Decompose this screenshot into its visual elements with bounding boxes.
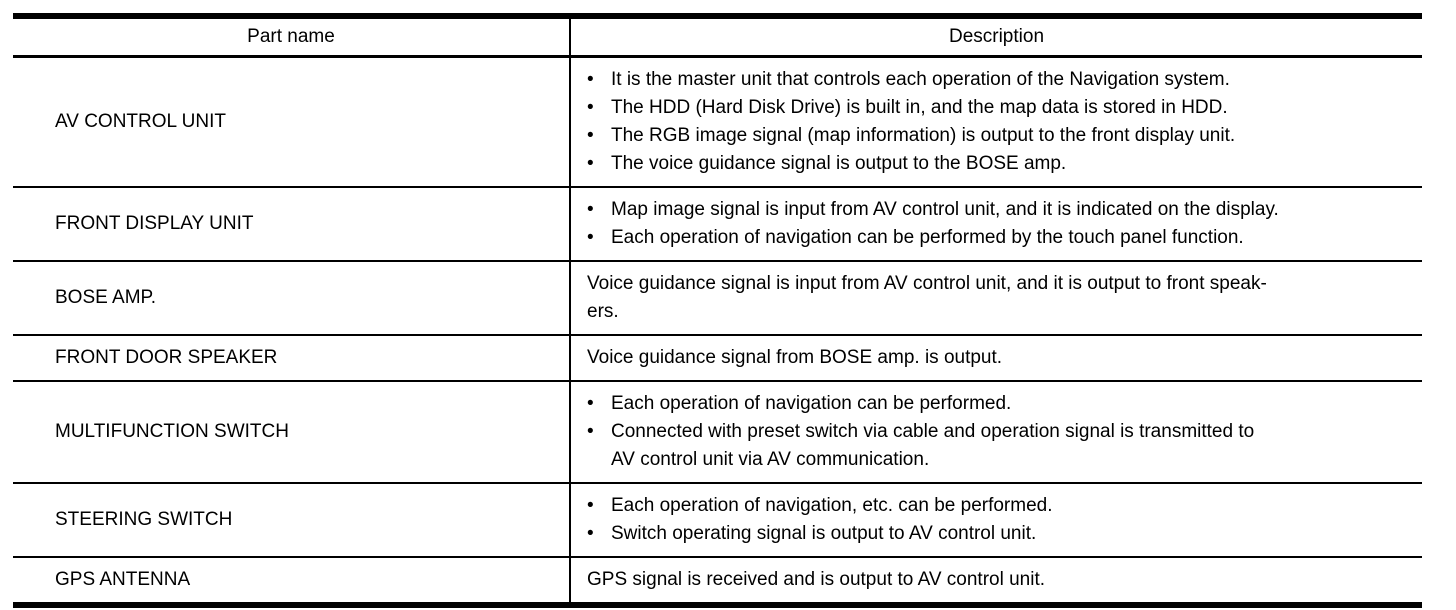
bullet-icon: • [587,393,594,414]
table-header-row: Part name Description [13,16,1422,58]
description-text: Each operation of navigation can be perf… [611,393,1012,414]
parts-description-table: Part name Description AV CONTROL UNIT • It… [13,13,1422,608]
description-text: Each operation of navigation, etc. can b… [611,495,1053,516]
bullet-icon: • [587,69,594,90]
table-row: AV CONTROL UNIT • It is the master unit th… [13,56,1422,188]
part-name-cell: STEERING SWITCH [13,483,571,558]
table-row: FRONT DISPLAY UNIT • Map image signal is i… [13,187,1422,262]
description-bullet-line: • It is the master unit that controls eac… [587,66,1416,94]
description-text: The RGB image signal (map information) i… [611,125,1236,146]
description-bullet-line: • Each operation of navigation, etc. can … [587,492,1416,520]
description-bullet-line: • The voice guidance signal is output to … [587,150,1416,178]
part-name-cell: MULTIFUNCTION SWITCH [13,381,571,484]
bullet-icon: • [587,495,594,516]
bullet-icon: • [587,523,594,544]
description-bullet-line: • Map image signal is input from AV contr… [587,196,1416,224]
description-text: The HDD (Hard Disk Drive) is built in, a… [611,97,1228,118]
bullet-icon: • [587,153,594,174]
bullet-icon: • [587,227,594,248]
description-cell: • Map image signal is input from AV contr… [570,187,1422,262]
description-bullet-line: • Each operation of navigation can be per… [587,224,1416,252]
description-cell: • Each operation of navigation can be per… [570,381,1422,484]
part-name-cell: GPS ANTENNA [13,557,571,606]
part-name-cell: FRONT DOOR SPEAKER [13,335,571,382]
description-bullet-line: • Each operation of navigation can be per… [587,390,1416,418]
description-cell: • Each operation of navigation, etc. can … [570,483,1422,558]
table-row: FRONT DOOR SPEAKER Voice guidance signal … [13,335,1422,382]
description-text: GPS signal is received and is output to … [587,569,1046,590]
description-cell: GPS signal is received and is output to … [570,557,1422,606]
table-body: AV CONTROL UNIT • It is the master unit th… [13,56,1422,606]
description-text: Switch operating signal is output to AV … [611,523,1037,544]
table-row: GPS ANTENNA GPS signal is received and is… [13,557,1422,606]
description-bullet-line: • Connected with preset switch via cable … [587,418,1416,474]
table-row: STEERING SWITCH • Each operation of naviga… [13,483,1422,558]
bullet-icon: • [587,97,594,118]
description-text: Map image signal is input from AV contro… [611,199,1279,220]
description-cell: Voice guidance signal is input from AV c… [570,261,1422,336]
description-text: The voice guidance signal is output to t… [611,153,1067,174]
description-text: Each operation of navigation can be perf… [611,227,1244,248]
part-name-cell: AV CONTROL UNIT [13,56,571,188]
description-bullet-line: • Switch operating signal is output to AV… [587,520,1416,548]
table-row: MULTIFUNCTION SWITCH • Each operation of n… [13,381,1422,484]
column-header-description: Description [570,16,1422,58]
part-name-cell: BOSE AMP. [13,261,571,336]
bullet-icon: • [587,199,594,220]
table-row: BOSE AMP. Voice guidance signal is input … [13,261,1422,336]
description-bullet-line: • The HDD (Hard Disk Drive) is built in, … [587,94,1416,122]
description-bullet-line: • The RGB image signal (map information) … [587,122,1416,150]
part-name-cell: FRONT DISPLAY UNIT [13,187,571,262]
description-text: Voice guidance signal from BOSE amp. is … [587,347,1003,368]
bullet-icon: • [587,125,594,146]
description-cell: Voice guidance signal from BOSE amp. is … [570,335,1422,382]
description-cell: • It is the master unit that controls eac… [570,56,1422,188]
description-text: Voice guidance signal is input from AV c… [587,273,1267,322]
description-text: It is the master unit that controls each… [611,69,1230,90]
bullet-icon: • [587,421,594,442]
description-text: Connected with preset switch via cable a… [611,421,1255,470]
column-header-part-name: Part name [13,16,571,58]
